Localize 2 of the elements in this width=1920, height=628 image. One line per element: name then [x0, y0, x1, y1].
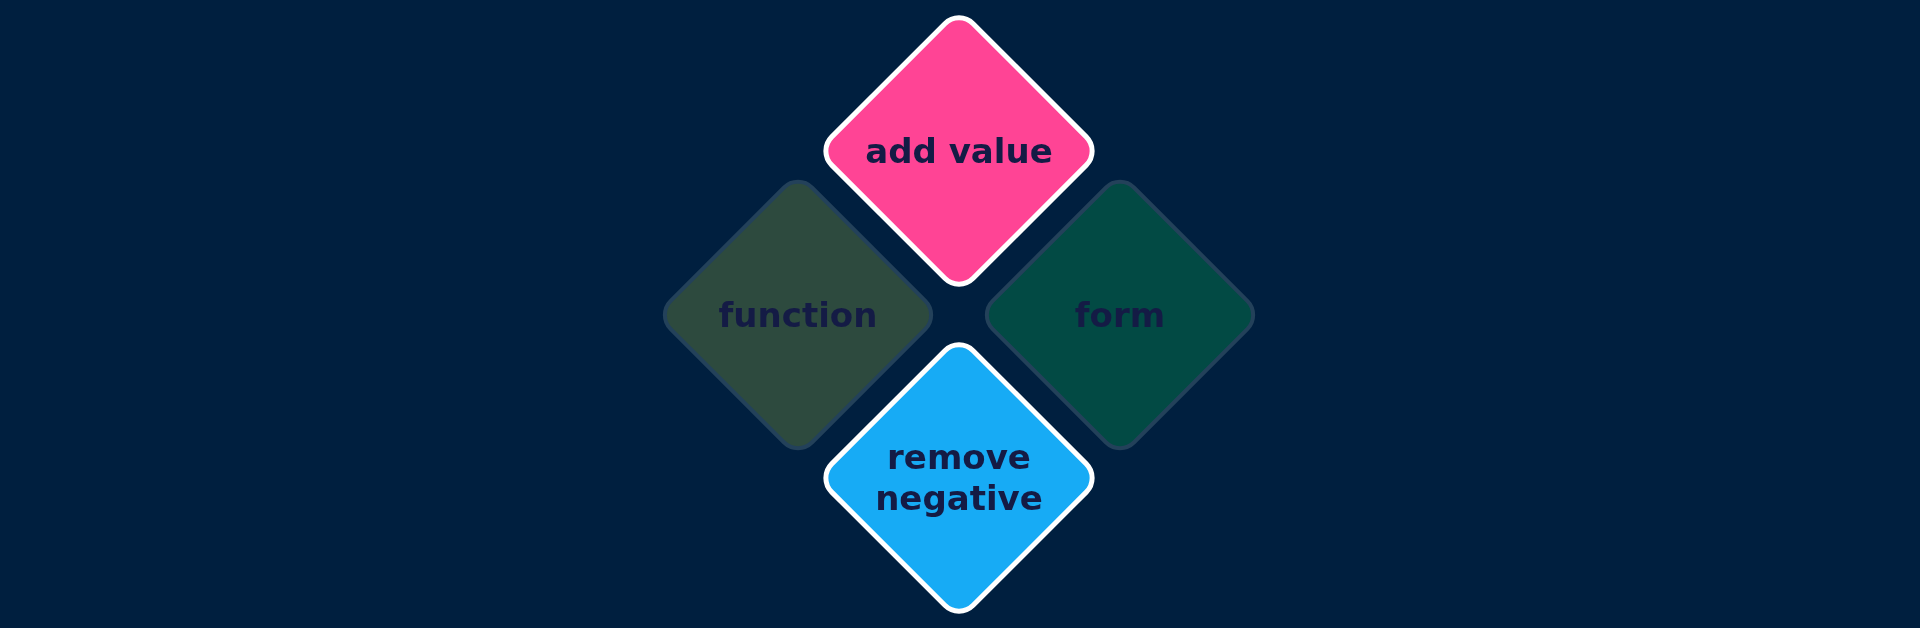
diamond-label: add value [864, 130, 1054, 172]
diamond-label: remove negative [874, 437, 1044, 519]
